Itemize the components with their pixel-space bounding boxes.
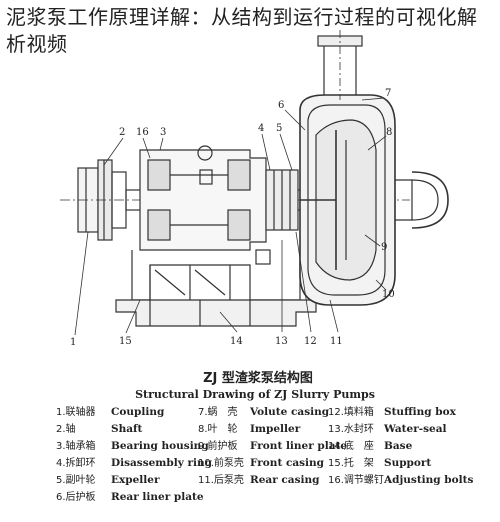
callout-12: 12: [304, 336, 317, 347]
callout-15: 15: [119, 336, 132, 347]
figure-title-en: Structural Drawing of ZJ Slurry Pumps: [135, 388, 375, 401]
callout-5: 5: [276, 123, 282, 134]
callout-4: 4: [258, 123, 264, 134]
stuffing-box-shape: [265, 169, 299, 231]
discharge-outlet-shape: [317, 30, 363, 100]
figure-title-zh: ZJ 型渣浆泵结构图: [203, 370, 313, 386]
support-frame-shape: [131, 249, 301, 301]
callout-13: 13: [275, 336, 288, 347]
callout-3: 3: [160, 127, 166, 138]
callout-6: 6: [278, 100, 284, 111]
suction-inlet-shape: [395, 171, 449, 229]
base-shape: [115, 299, 317, 327]
bearing-housing-shape: [139, 145, 267, 251]
headline: 泥浆泵工作原理详解：从结构到运行过程的可视化解析视频: [6, 5, 478, 56]
callout-11: 11: [330, 336, 343, 347]
callout-7: 7: [385, 88, 391, 99]
callout-8: 8: [386, 127, 392, 138]
pump-casing-shape: [299, 94, 396, 306]
callout-10: 10: [382, 289, 395, 300]
callout-2: 2: [119, 127, 125, 138]
callout-16: 16: [136, 127, 149, 138]
callout-9: 9: [381, 242, 387, 253]
callout-1: 1: [70, 337, 76, 348]
legend-item-16: 16.调节螺钉Adjusting bolts: [328, 474, 474, 486]
callout-14: 14: [230, 336, 243, 347]
